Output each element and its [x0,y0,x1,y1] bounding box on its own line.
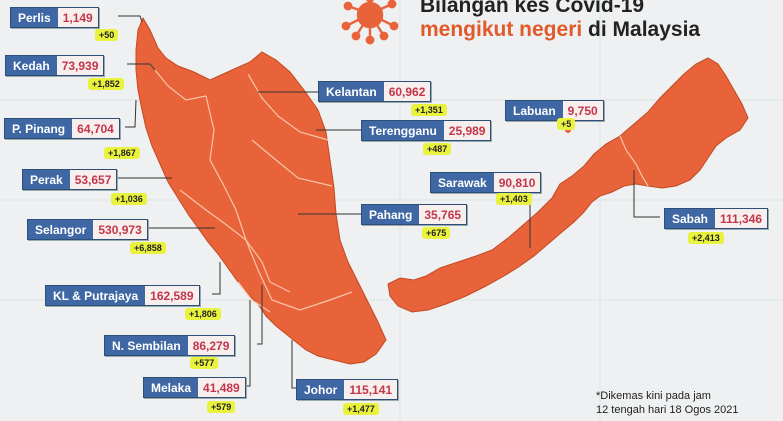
state-cases: 9,750 [562,101,603,120]
state-name: N. Sembilan [105,336,188,355]
title-line-1: Bilangan kes Covid-19 [420,0,645,17]
update-note: *Dikemas kini pada jam 12 tengah hari 18… [596,389,739,417]
state-label-sabah: Sabah 111,346 [664,208,769,229]
state-cases: 111,346 [715,209,768,228]
state-increase: +1,351 [411,104,447,116]
state-label-sarawak: Sarawak 90,810 [430,172,542,193]
state-increase: +1,036 [111,193,147,205]
state-cases: 53,657 [69,170,117,189]
state-name: Pahang [362,205,420,224]
state-cases: 25,989 [443,121,491,140]
state-increase: +50 [95,29,119,41]
state-name: P. Pinang [5,119,73,138]
state-label-perlis: Perlis 1,149 [10,7,99,28]
state-label-pahang: Pahang 35,765 [361,204,468,225]
state-increase: +5 [557,118,576,130]
state-name: Terengganu [362,121,444,140]
state-increase: +6,858 [130,242,166,254]
title-rest: di Malaysia [582,18,701,41]
state-increase: +579 [207,401,236,413]
virus-icon [341,0,399,45]
state-cases: 73,939 [56,56,104,75]
state-label-selangor: Selangor 530,973 [27,219,148,240]
update-note-line-1: *Dikemas kini pada jam [596,390,711,402]
state-label-kl-putrajaya: KL & Putrajaya 162,589 [45,285,200,306]
state-name: Johor [297,380,345,399]
state-increase: +1,806 [185,308,221,320]
state-name: Selangor [28,220,94,239]
state-label-kedah: Kedah 73,939 [5,55,105,76]
peninsular-malaysia-shape [135,16,387,365]
state-label-johor: Johor 115,141 [296,379,399,400]
state-label-p-pinang: P. Pinang 64,704 [4,118,120,139]
update-note-line-2: 12 tengah hari 18 Ogos 2021 [596,404,739,416]
state-cases: 35,765 [419,205,467,224]
peninsular-state-borders [149,63,353,313]
state-name: Melaka [144,378,199,397]
state-increase: +1,403 [496,193,532,205]
state-label-perak: Perak 53,657 [22,169,118,190]
state-increase: +675 [422,227,451,239]
state-label-labuan: Labuan 9,750 [505,100,604,121]
state-increase: +1,477 [343,403,379,415]
state-name: Sabah [665,209,716,228]
state-name: Kedah [6,56,57,75]
state-increase: +577 [190,357,219,369]
state-cases: 530,973 [93,220,147,239]
state-cases: 60,962 [383,82,431,101]
infographic-title: Bilangan kes Covid-19 mengikut negeri di… [420,0,700,42]
sarawak-sabah-border [619,135,649,187]
state-cases: 90,810 [493,173,541,192]
state-cases: 86,279 [187,336,235,355]
state-name: Perak [23,170,70,189]
state-label-kelantan: Kelantan 60,962 [318,81,432,102]
state-increase: +1,852 [88,78,124,90]
state-increase: +487 [423,143,452,155]
state-name: Kelantan [319,82,384,101]
state-increase: +2,413 [688,232,724,244]
state-cases: 1,149 [57,8,98,27]
east-malaysia-shape [387,57,749,313]
state-label-terengganu: Terengganu 25,989 [361,120,492,141]
state-cases: 41,489 [198,378,245,397]
state-name: Perlis [11,8,58,27]
state-name: KL & Putrajaya [46,286,146,305]
state-name: Sarawak [431,173,494,192]
state-increase: +1,867 [104,147,140,159]
state-cases: 64,704 [72,119,119,138]
state-cases: 162,589 [145,286,199,305]
state-cases: 115,141 [344,380,398,399]
state-label-melaka: Melaka 41,489 [143,377,246,398]
state-name: Labuan [506,101,563,120]
state-label-n-sembilan: N. Sembilan 86,279 [104,335,236,356]
title-highlight: mengikut negeri [420,18,583,41]
